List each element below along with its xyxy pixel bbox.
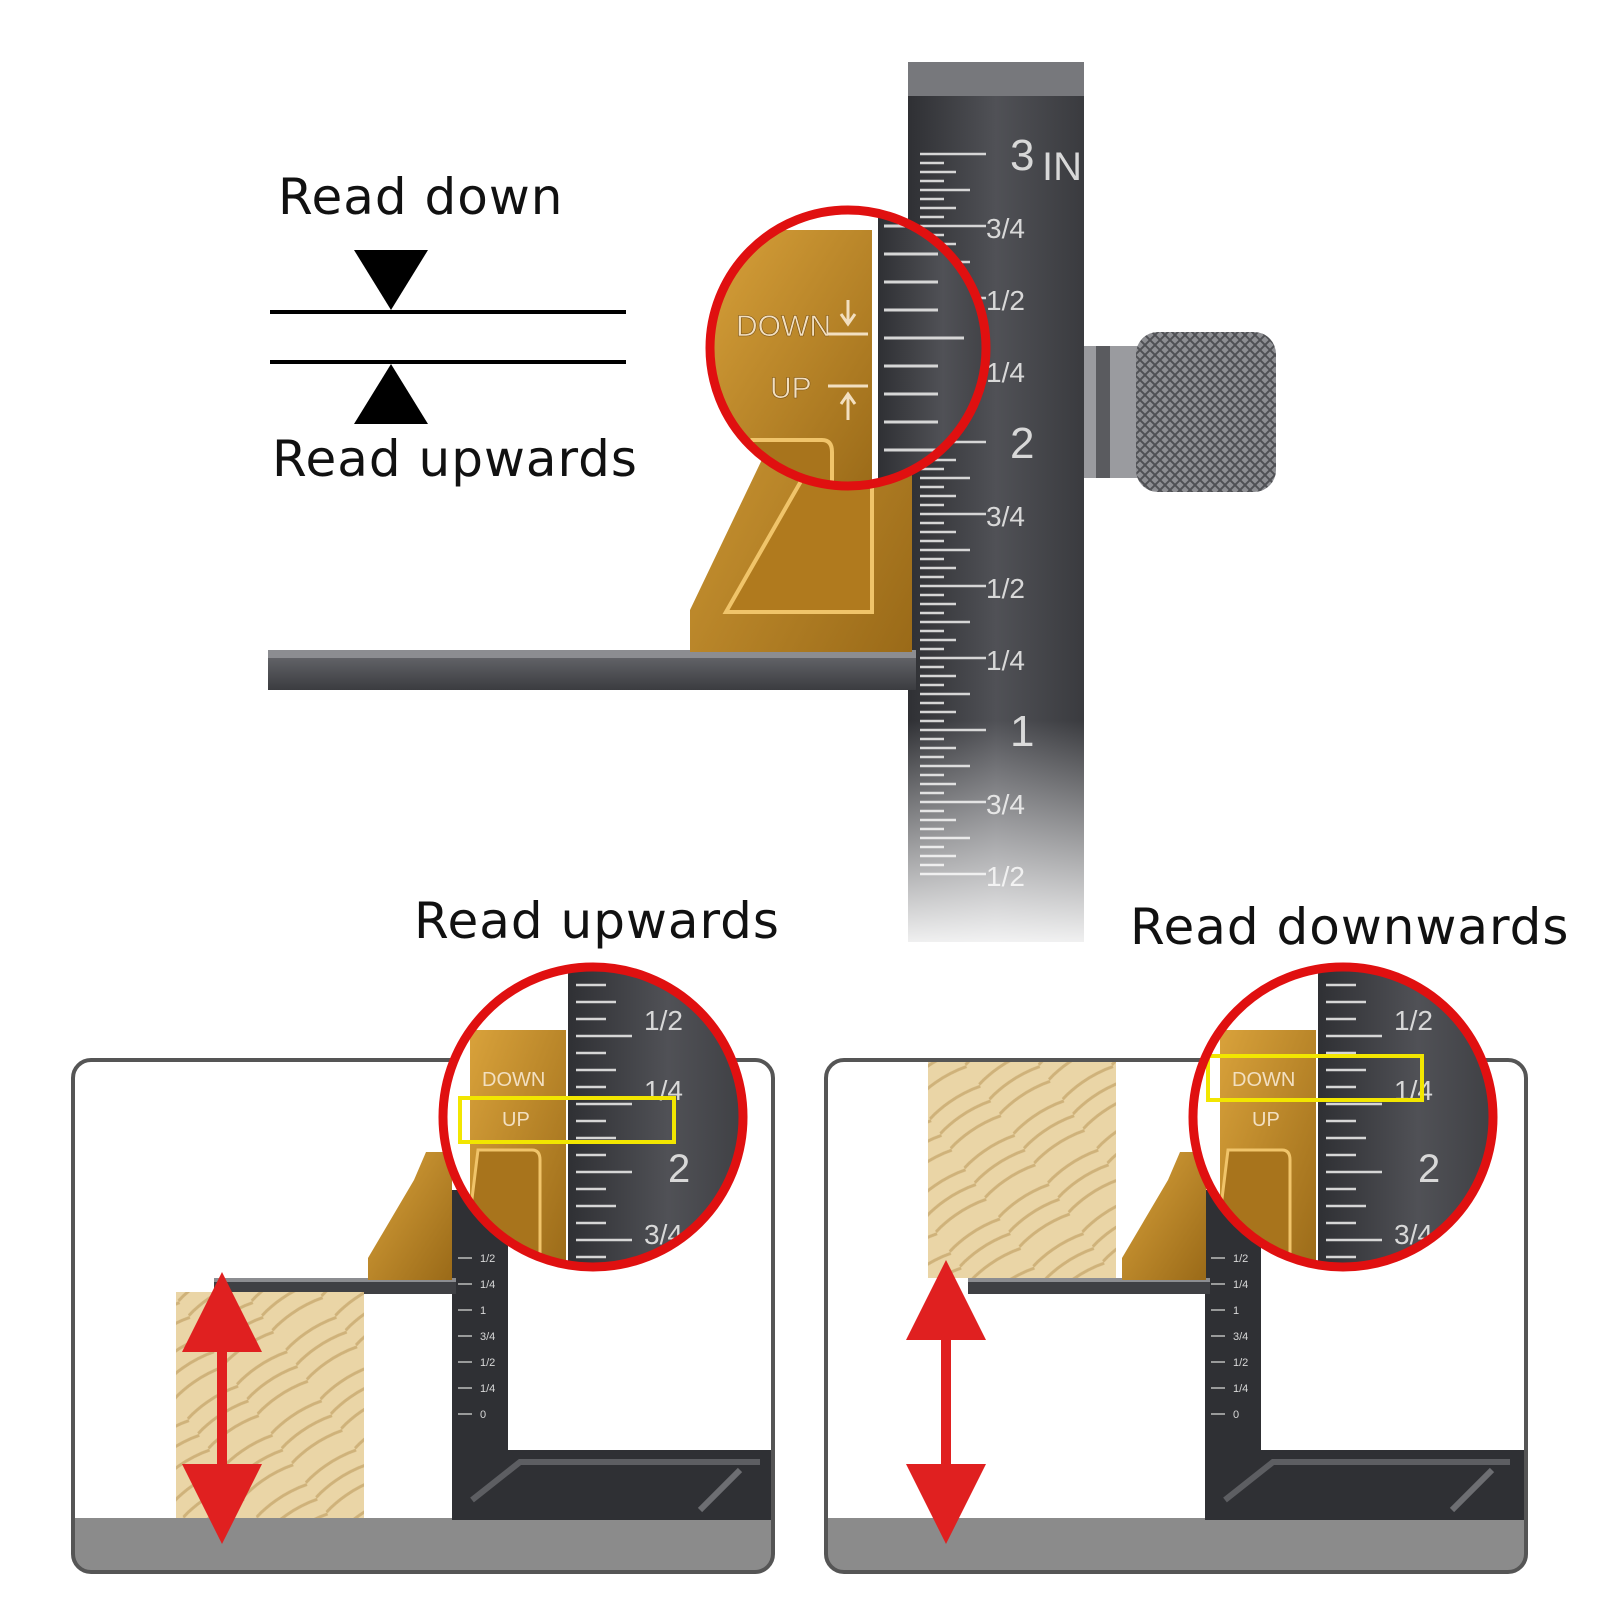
ruler-label: 0 (1233, 1409, 1239, 1421)
ruler-label: 1/2 (986, 573, 1025, 604)
ruler-label: 1/2 (1233, 1357, 1248, 1369)
highlight-down-box (1206, 1054, 1424, 1102)
slider-down-label: DOWN (482, 1069, 545, 1091)
panel-read-upwards: 1/21/413/41/21/40 1/21/423/4 (71, 962, 775, 1574)
ruler-label: 1/2 (986, 285, 1025, 316)
slider-down-label: DOWN (1232, 1069, 1295, 1091)
knurled-knob-icon (1136, 332, 1276, 492)
lock-knob (1084, 332, 1276, 492)
ruler-label: 3/4 (986, 213, 1025, 244)
highlight-up-box (458, 1096, 676, 1144)
ruler-label: 1 (480, 1305, 486, 1317)
ruler-label: 1/4 (644, 1075, 683, 1106)
floor (73, 1518, 773, 1572)
slider-up-label: UP (770, 372, 812, 405)
slider-up-label: UP (1252, 1109, 1280, 1131)
magnifier-ring (1188, 962, 1498, 1272)
ruler-label: 2 (1418, 1147, 1440, 1191)
ruler-label: 1/2 (644, 1005, 683, 1036)
ruler-unit: IN (1042, 145, 1082, 189)
magnifier-ring (438, 962, 748, 1272)
up-arrow-icon (839, 391, 857, 420)
up-triangle-icon (354, 364, 428, 424)
ruler-label: 1/2 (1394, 1005, 1433, 1036)
wood-block (176, 1292, 364, 1518)
down-triangle-icon (354, 250, 428, 310)
magnifier-left: 1/21/423/4 DOWN UP (438, 962, 748, 1272)
panel-caption-read-downwards: Read downwards (1130, 898, 1570, 956)
main-ruler: 33/41/21/423/41/21/413/41/2 IN (880, 62, 1110, 960)
legend-read-upwards: Read upwards (272, 430, 638, 488)
panel-read-downwards: 1/21/413/41/21/40 1/21/423/4 DOWN UP (824, 962, 1528, 1574)
magnifier-ring (705, 205, 991, 491)
ruler-label: 1/4 (480, 1279, 495, 1291)
wood-block (928, 1060, 1116, 1278)
ruler-label: 1/4 (480, 1383, 495, 1395)
ruler-label: 1/2 (1233, 1253, 1248, 1265)
ruler-label: 3/4 (986, 501, 1025, 532)
ruler-label: 1/4 (1233, 1279, 1248, 1291)
ruler-label: 1/4 (1233, 1383, 1248, 1395)
ruler-label: 3 (1010, 131, 1034, 180)
slider-up-label: UP (502, 1109, 530, 1131)
ruler-label: 1 (1233, 1305, 1239, 1317)
ruler-label: 1/2 (480, 1253, 495, 1265)
ruler-label: 0 (480, 1409, 486, 1421)
ruler-label: 1/4 (986, 645, 1025, 676)
slider-down-label: DOWN (736, 310, 831, 343)
panel-caption-read-upwards: Read upwards (414, 892, 780, 950)
floor (826, 1518, 1526, 1572)
ruler-label: 1/2 (480, 1357, 495, 1369)
ruler-label: 2 (668, 1147, 690, 1191)
down-arrow-icon (839, 300, 857, 327)
legend-read-down: Read down (278, 168, 564, 226)
ruler-fade (880, 720, 1110, 960)
ruler-label: 3/4 (1233, 1331, 1248, 1343)
read-legend (270, 250, 626, 424)
ruler-top-cap (908, 62, 1084, 96)
ruler-label: 2 (1010, 419, 1034, 468)
ruler-label: 3/4 (480, 1331, 495, 1343)
ruler-label: 1/4 (986, 357, 1025, 388)
